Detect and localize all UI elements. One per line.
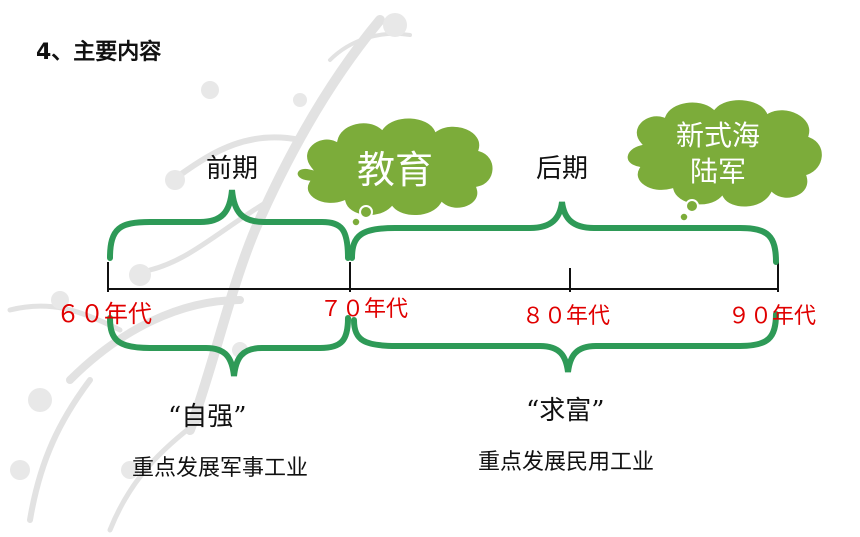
late-period-label: 后期: [536, 154, 589, 184]
tick-label-90s: ９０年代: [728, 304, 817, 329]
early-period-brace: [107, 189, 351, 261]
navy-cloud-line-2: 陆军: [689, 155, 746, 188]
navy-cloud: [624, 97, 825, 222]
education-cloud: [294, 115, 496, 227]
early-period-label: 前期: [206, 154, 259, 184]
navy-cloud-text: 新式海 陆军: [648, 118, 788, 190]
self-strengthening-brace: [107, 315, 351, 377]
wealth-focus: 重点发展民用工业: [478, 450, 655, 475]
self-strengthening-quote: “自强”: [168, 402, 247, 432]
self-strengthening-focus: 重点发展军事工业: [132, 456, 309, 481]
late-period-brace: [349, 201, 779, 265]
wealth-brace: [351, 311, 779, 373]
education-cloud-text: 教育: [356, 148, 433, 192]
navy-cloud-line-1: 新式海: [675, 119, 760, 152]
tick-label-70s: ７０年代: [320, 297, 409, 322]
tick-label-60s: ６０年代: [56, 300, 152, 328]
slide-title: 4、主要内容: [36, 40, 162, 65]
wealth-quote: “求富”: [526, 396, 605, 426]
tick-label-80s: ８０年代: [522, 304, 611, 329]
